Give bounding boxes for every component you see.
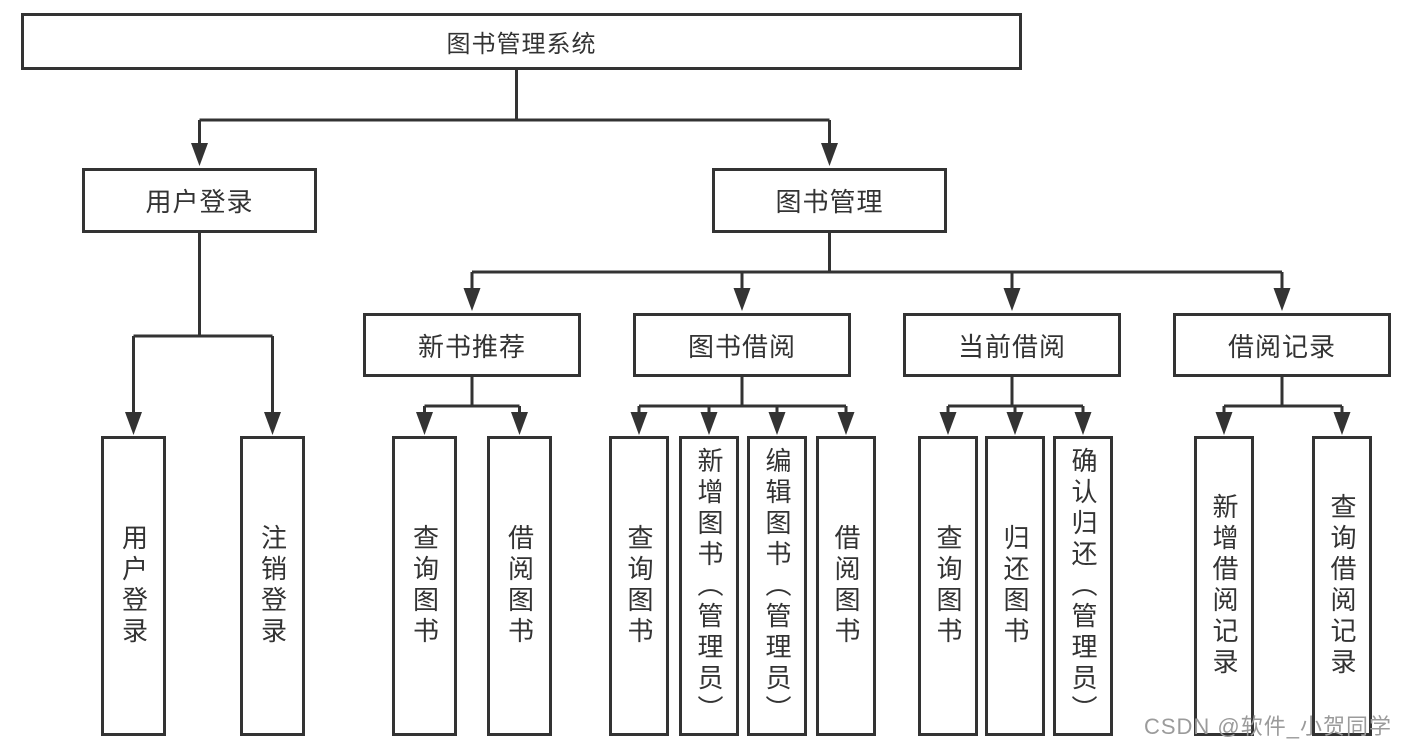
leaf-label: 新增图书（管理员） — [694, 446, 724, 726]
leaf-recommend-query-book: 查询图书 — [392, 436, 457, 736]
leaf-label: 用户登录 — [118, 524, 149, 648]
leaf-confirm-return-admin: 确认归还（管理员） — [1053, 436, 1113, 736]
node-book-borrowing: 图书借阅 — [633, 313, 851, 377]
leaf-recommend-borrow-book: 借阅图书 — [487, 436, 552, 736]
leaf-borrowing-query-book: 查询图书 — [609, 436, 669, 736]
leaf-return-book: 归还图书 — [985, 436, 1045, 736]
node-label: 图书管理 — [775, 187, 884, 217]
leaf-label: 注销登录 — [257, 524, 288, 648]
node-borrowing-records: 借阅记录 — [1173, 313, 1391, 377]
node-new-book-recommend: 新书推荐 — [363, 313, 581, 377]
node-user-login: 用户登录 — [82, 168, 317, 233]
leaf-query-borrow-record: 查询借阅记录 — [1312, 436, 1372, 736]
leaf-add-borrow-record: 新增借阅记录 — [1194, 436, 1254, 736]
leaf-label: 借阅图书 — [504, 524, 535, 648]
leaf-logout: 注销登录 — [240, 436, 305, 736]
node-label: 图书管理系统 — [446, 31, 597, 58]
leaf-label: 查询图书 — [624, 524, 654, 648]
leaf-label: 新增借阅记录 — [1209, 493, 1239, 679]
leaf-label: 查询图书 — [933, 524, 963, 648]
node-library-management-system: 图书管理系统 — [21, 13, 1022, 70]
csdn-watermark: CSDN @软件_小贺同学 — [1143, 714, 1392, 739]
leaf-label: 查询借阅记录 — [1327, 493, 1357, 679]
node-label: 借阅记录 — [1227, 331, 1336, 362]
leaf-label: 归还图书 — [1000, 524, 1030, 648]
leaf-user-login: 用户登录 — [101, 436, 166, 736]
node-current-borrowing: 当前借阅 — [903, 313, 1121, 377]
leaf-borrowing-borrow-book: 借阅图书 — [816, 436, 876, 736]
leaf-label: 借阅图书 — [831, 524, 861, 648]
node-book-management: 图书管理 — [712, 168, 947, 233]
node-label: 图书借阅 — [687, 331, 796, 362]
leaf-label: 查询图书 — [409, 524, 440, 648]
node-label: 用户登录 — [145, 187, 254, 217]
leaf-current-query-book: 查询图书 — [918, 436, 978, 736]
node-label: 新书推荐 — [417, 331, 526, 362]
leaf-label: 确认归还（管理员） — [1068, 446, 1098, 726]
leaf-add-book-admin: 新增图书（管理员） — [679, 436, 739, 736]
leaf-edit-book-admin: 编辑图书（管理员） — [747, 436, 807, 736]
node-label: 当前借阅 — [957, 331, 1066, 362]
leaf-label: 编辑图书（管理员） — [762, 446, 792, 726]
